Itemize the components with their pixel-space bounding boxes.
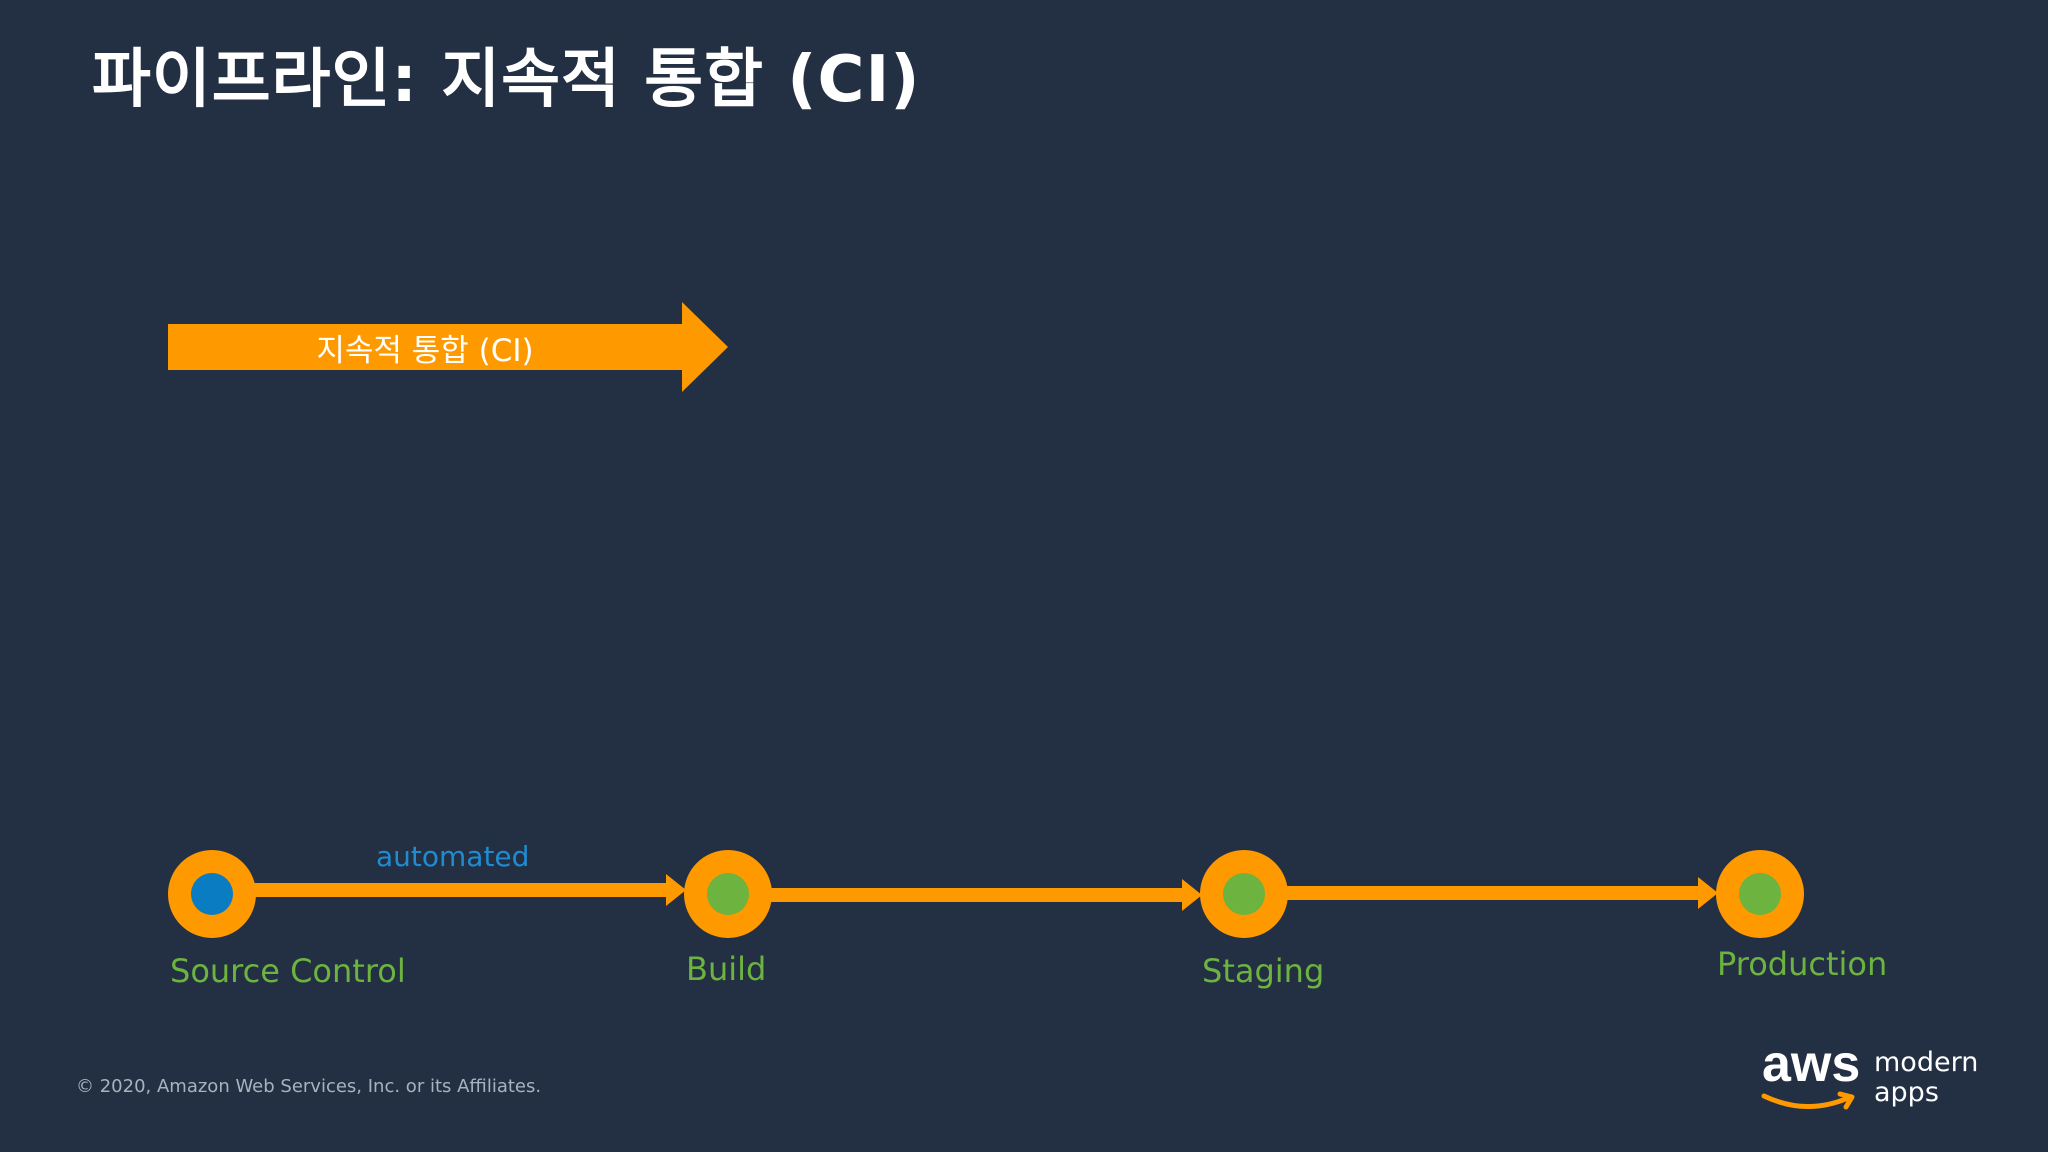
stage-label-build: Build xyxy=(686,950,767,988)
stage-dot-production xyxy=(1739,873,1781,915)
logo-line-modern: modern xyxy=(1874,1047,1979,1078)
aws-smile-icon xyxy=(1761,1091,1855,1110)
connector-build-to-staging xyxy=(770,888,1186,902)
stage-label-source-control: Source Control xyxy=(170,952,406,990)
stage-dot-staging xyxy=(1223,873,1265,915)
connector-arrowhead-build xyxy=(666,874,686,906)
stage-node-staging xyxy=(1200,850,1288,938)
connector-arrowhead-staging xyxy=(1182,879,1202,911)
connector-source-to-build xyxy=(254,883,670,897)
stage-node-build xyxy=(684,850,772,938)
connector-arrowhead-production xyxy=(1698,877,1718,909)
automated-label: automated xyxy=(376,840,530,873)
stage-dot-source-control xyxy=(191,873,233,915)
stage-node-production xyxy=(1716,850,1804,938)
stage-dot-build xyxy=(707,873,749,915)
ci-arrow xyxy=(168,302,728,392)
copyright-notice: © 2020, Amazon Web Services, Inc. or its… xyxy=(76,1076,542,1097)
aws-wordmark: aws xyxy=(1762,1035,1861,1093)
ci-arrow-label: 지속적 통합 (CI) xyxy=(316,332,534,369)
logo-subtitle: modern apps xyxy=(1874,1048,1978,1108)
stage-label-production: Production xyxy=(1717,945,1888,983)
logo-line-apps: apps xyxy=(1874,1077,1939,1108)
connector-staging-to-production xyxy=(1286,886,1702,900)
aws-modern-apps-logo: aws modern apps xyxy=(1756,1035,1986,1120)
slide-title: 파이프라인: 지속적 통합 (CI) xyxy=(92,43,921,117)
stage-node-source-control xyxy=(168,850,256,938)
stage-label-staging: Staging xyxy=(1202,952,1325,990)
